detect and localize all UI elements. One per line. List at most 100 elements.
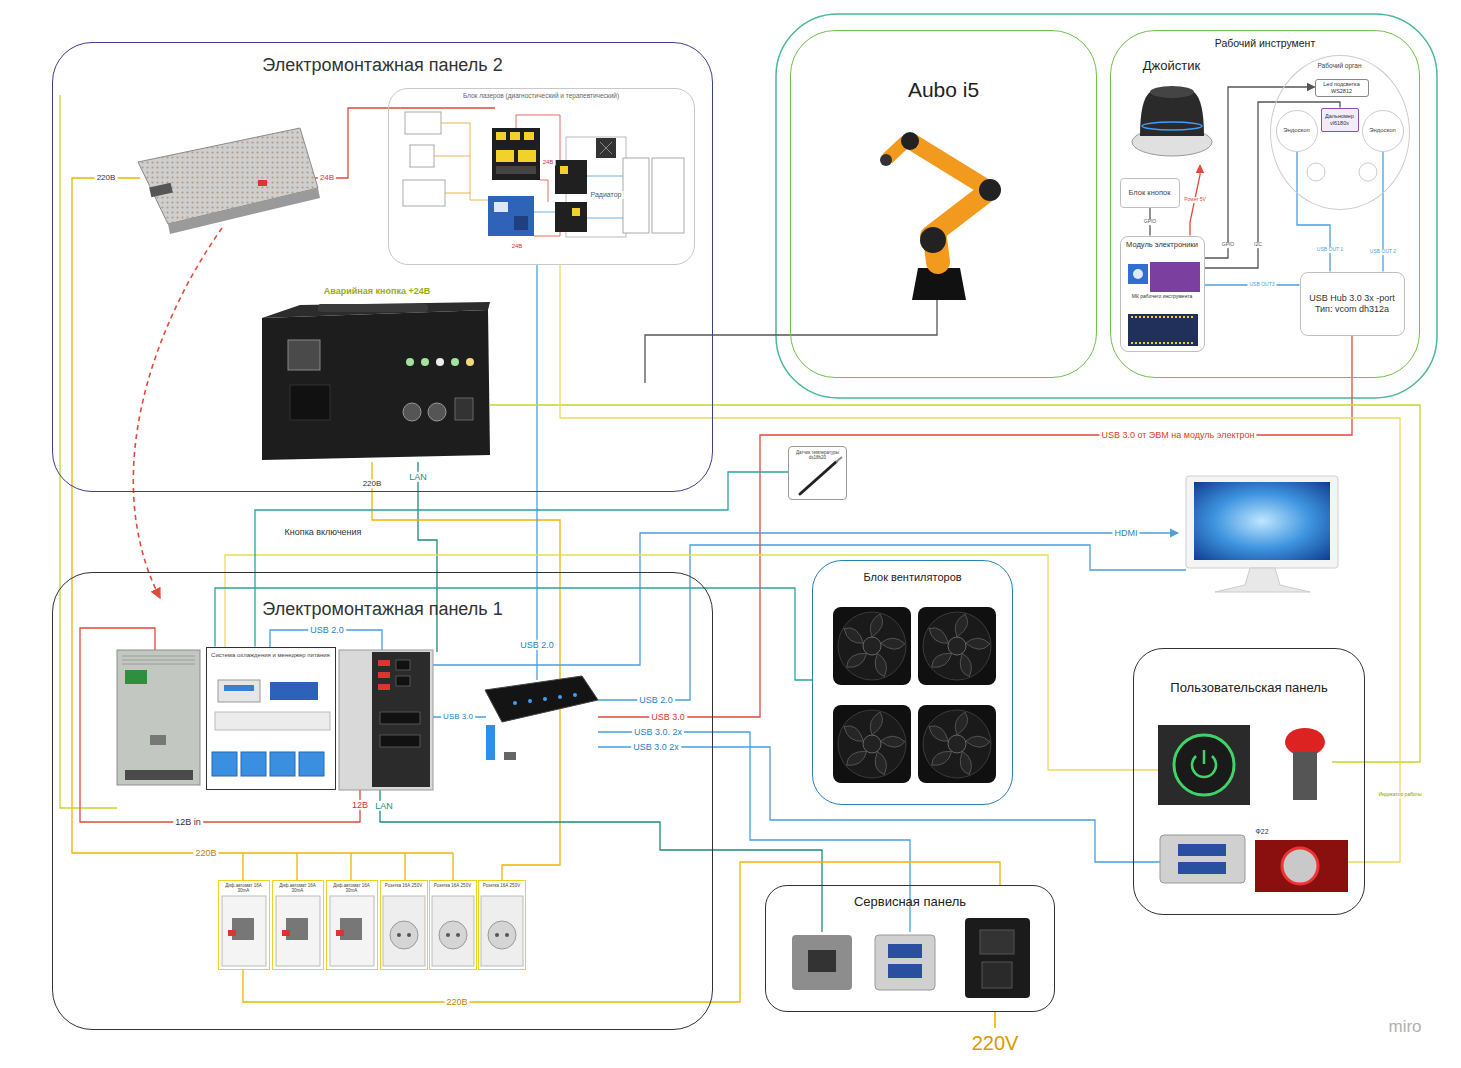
wire-label: Кнопка включения: [283, 527, 364, 537]
breakers-and-sockets: [336, 930, 344, 936]
wire-label: 24В: [318, 173, 336, 182]
outer-enclosure: [776, 14, 1437, 398]
joystick: [1150, 86, 1194, 98]
computer: [380, 735, 420, 747]
laser-block-parts: [555, 202, 587, 232]
din-psu-12v: [125, 770, 193, 780]
wires: [645, 300, 937, 383]
endoscope-circle: Эндоскоп: [1276, 110, 1318, 152]
fans: [833, 607, 911, 685]
laser-block-parts: [488, 196, 534, 236]
connector: [1190, 166, 1200, 236]
user-panel-controls: [1285, 728, 1325, 756]
wire-label: Аварийная кнопка +24В: [322, 286, 432, 296]
wires: [72, 178, 453, 853]
aubo-controller: [436, 358, 444, 366]
label-anchor: USB 2.0: [308, 625, 346, 635]
edge-label: USB OUT 2: [1368, 249, 1398, 255]
usb-hub: [558, 695, 562, 699]
end-effector-parts: [1307, 163, 1325, 181]
user-panel-controls: [1174, 735, 1234, 795]
computer: [372, 652, 430, 787]
connector: [243, 862, 1000, 1002]
usb-hub: [528, 699, 532, 703]
user-panel-controls: [1255, 840, 1348, 892]
usb-hub: [485, 676, 598, 722]
label-anchor: USB 3.0. 2x: [632, 727, 684, 737]
wire-label: USB 3.0. 2x: [632, 727, 684, 737]
computer: [378, 660, 390, 666]
cooling-parts: [224, 685, 254, 691]
rangefinder-box: Дальномер vl6180x: [1321, 108, 1359, 132]
connector: [1205, 87, 1315, 258]
breakers-and-sockets: [390, 921, 418, 949]
label-anchor: 220В: [95, 173, 118, 182]
electronics-boards: [1131, 317, 1195, 343]
breakers-and-sockets: [505, 933, 509, 937]
label-anchor: 24В: [541, 159, 556, 166]
usb-hub: [513, 701, 517, 705]
user-panel-controls: [1160, 835, 1245, 883]
wire-label: 24В: [541, 159, 556, 166]
wire-label: HDMI: [1113, 528, 1140, 538]
robot-region: Aubo i5: [790, 30, 1097, 378]
breakers-and-sockets: [276, 896, 320, 966]
laser-block-parts: [410, 145, 434, 167]
fans: [918, 607, 996, 685]
psu-24v: [138, 128, 320, 234]
service-panel-connectors: [808, 950, 836, 972]
usb-hub: [543, 697, 547, 701]
breakers-and-sockets: [481, 896, 523, 966]
end-effector-circle: Рабочий органLed подсветка WS2812Дальном…: [1270, 55, 1410, 210]
breaker-box: Диф.автомат 16А 30mA: [272, 880, 324, 970]
laser-block-parts: [555, 160, 587, 194]
label-anchor: LAN: [373, 801, 395, 811]
edge-label-anchor: Power 5V: [1182, 197, 1208, 203]
aubo-controller: [318, 304, 428, 312]
label-anchor: Кнопка включения: [283, 527, 364, 537]
edge-label: USB OUT 1: [1315, 247, 1345, 253]
label-anchor: Индикатор работы: [1376, 792, 1423, 798]
temperature-probe: [836, 457, 842, 462]
wire-label: USB 3.0: [649, 712, 687, 722]
node-title: Aubo i5: [801, 77, 1086, 102]
cooling-parts: [241, 752, 266, 776]
temperature-probe: [800, 457, 842, 494]
laser-block-parts: [434, 123, 488, 200]
label-anchor: USB 2.0: [518, 640, 556, 650]
psu-24v: [149, 183, 173, 198]
service-panel-connectors: [888, 964, 922, 978]
socket-box: Розетка 16А 250V: [429, 880, 477, 970]
computer: [396, 676, 410, 686]
psu-24v: [258, 180, 267, 186]
edge-label: GPIO: [1220, 242, 1237, 248]
label-anchor: 220В: [361, 479, 384, 488]
node-title: Диф.автомат 16А 30mA: [221, 883, 267, 894]
computer: [378, 684, 390, 690]
temperature-sensor-box: Датчик температуры ds18b20: [788, 446, 847, 500]
service-panel-connectors: [792, 918, 1030, 998]
aubo-controller: [428, 403, 446, 421]
wires: [300, 108, 495, 178]
node-title: Модуль электроники: [1124, 240, 1201, 249]
wires: [372, 462, 560, 880]
wire-label: 220V: [970, 1032, 1021, 1055]
label-anchor: USB 3.0 от ЭВМ на модуль электрон: [1099, 430, 1256, 440]
cooling-parts: [299, 752, 324, 776]
electronics-boards: [1128, 264, 1148, 284]
label-anchor: Аварийная кнопка +24В: [322, 286, 432, 296]
electronics-boards: [1128, 314, 1198, 346]
user-panel-controls: [1178, 862, 1226, 874]
edge-label: USB OUT3: [1247, 282, 1276, 288]
connector: [255, 472, 788, 647]
din-psu-12v: [117, 650, 200, 785]
breaker-box: Диф.автомат 16А 30mA: [326, 880, 378, 970]
edge-label-anchor: GPIO: [1220, 242, 1237, 248]
breakers-and-sockets: [383, 896, 425, 966]
monitor: [1215, 568, 1310, 592]
wire-label: 24В: [510, 243, 525, 250]
laser-block-parts: [494, 202, 508, 212]
